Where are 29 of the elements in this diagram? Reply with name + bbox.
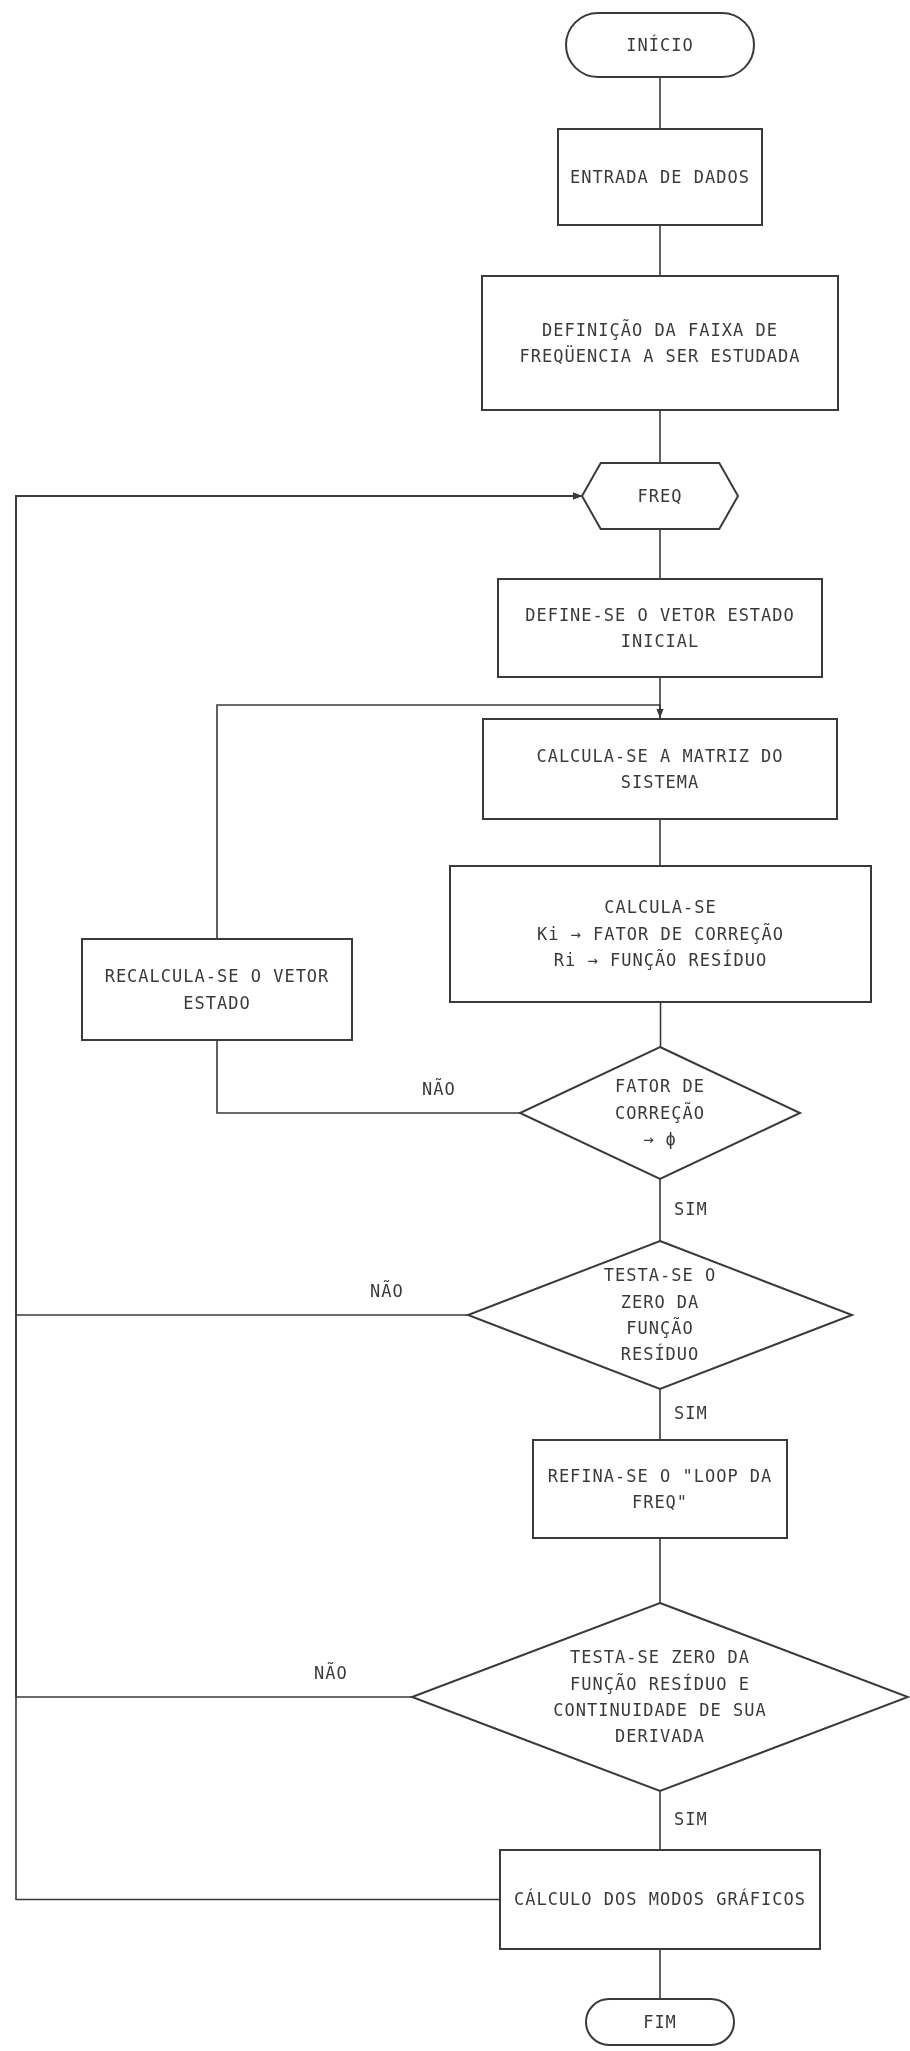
node-text: DEFINE-SE O VETOR ESTADO INICIAL (524, 603, 796, 653)
process-box (449, 865, 872, 1003)
process-box (497, 578, 823, 678)
process-box (557, 128, 763, 226)
node-text: FATOR DE CORREÇÃO → ϕ (615, 1075, 705, 1152)
node-text: FREQ (637, 484, 683, 508)
node-text: TESTA-SE ZERO DA FUNÇÃO RESÍDUO E CONTINUIDADE DE SUA DERIVADA (552, 1646, 768, 1749)
process-box (499, 1849, 821, 1950)
node-text: CALCULA-SE (604, 896, 717, 920)
process-box (81, 938, 353, 1041)
decision-diamond (468, 1241, 852, 1389)
node-text: CALCULA-SE A MATRIZ DO SISTEMA (535, 744, 785, 794)
node-text: REFINA-SE O "LOOP DA FREQ" (546, 1464, 774, 1514)
node-text: INÍCIO (626, 33, 694, 57)
process-box (532, 1439, 788, 1539)
connector-arrow (216, 704, 664, 939)
node-text: ENTRADA DE DADOS (570, 165, 750, 189)
node-text: FIM (643, 2010, 677, 2034)
node-text: DEFINIÇÃO DA FAIXA DE FREQÜENCIA A SER ESTUDADA (518, 318, 802, 368)
decision-diamond (412, 1603, 908, 1791)
loop-hexagon (582, 463, 738, 529)
node-text: RECALCULA-SE O VETOR ESTADO (103, 965, 331, 1015)
node-text: TESTA-SE O ZERO DA FUNÇÃO RESÍDUO (602, 1264, 718, 1367)
process-box (481, 275, 839, 411)
process-box (482, 718, 838, 820)
node-text: CÁLCULO DOS MODOS GRÁFICOS (513, 1887, 807, 1912)
decision-diamond (520, 1047, 800, 1179)
node-text: Ri → FUNÇÃO RESÍDUO (553, 948, 768, 973)
node-text: Ki → FATOR DE CORREÇÃO (536, 922, 785, 946)
